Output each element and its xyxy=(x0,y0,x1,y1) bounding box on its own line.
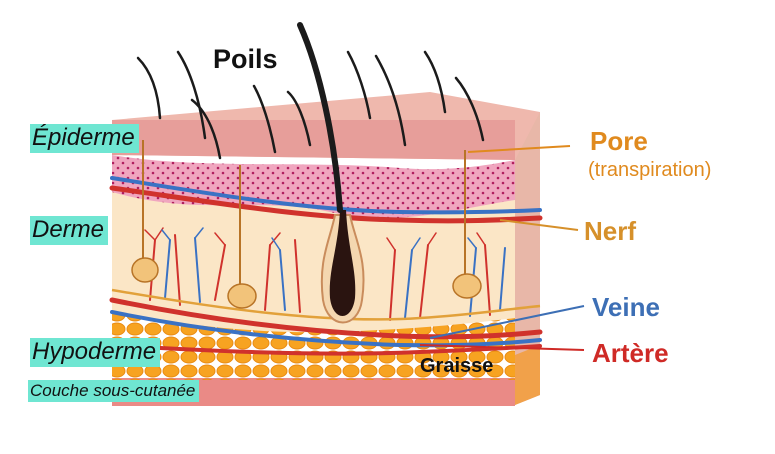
label-hypoderme: Hypoderme xyxy=(30,338,161,367)
skin-surface-front xyxy=(112,120,515,160)
sweat-glands xyxy=(131,140,482,309)
label-transpiration: (transpiration) xyxy=(588,159,712,181)
label-artere: Artère xyxy=(592,338,669,368)
label-graisse: Graisse xyxy=(420,355,494,377)
veine-pointer xyxy=(429,305,585,339)
label-epiderme: Épiderme xyxy=(30,124,139,153)
pointer-lines xyxy=(419,145,585,351)
blood-vessels xyxy=(109,176,543,356)
derme-layer xyxy=(112,190,515,333)
hairs xyxy=(136,22,485,213)
label-poils: Poils xyxy=(213,44,278,74)
block-side xyxy=(515,112,540,405)
pore-pointer xyxy=(467,145,571,153)
label-derme: Derme xyxy=(30,216,109,245)
label-veine: Veine xyxy=(592,292,660,322)
label-couche-sous-cutanee: Couche sous-cutanée xyxy=(28,380,200,402)
label-pore: Pore xyxy=(590,126,648,156)
artere-pointer xyxy=(419,344,585,351)
nerf-line xyxy=(111,288,541,321)
nerf-pointer xyxy=(499,219,579,231)
label-nerf: Nerf xyxy=(584,216,637,246)
hair-follicle xyxy=(320,210,365,324)
